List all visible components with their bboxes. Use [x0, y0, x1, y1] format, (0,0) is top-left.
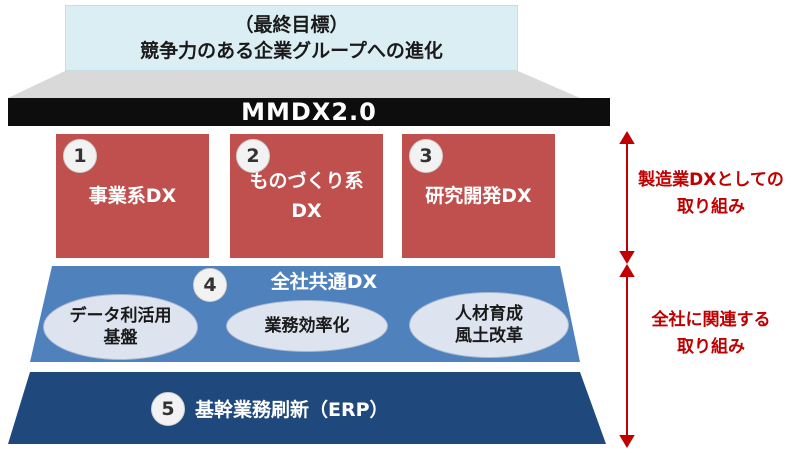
side-label-manufacturing: 製造業DXとしての 取り組み [636, 167, 786, 221]
pillar-label: 事業系DX [88, 185, 177, 207]
final-goal-box: （最終目標） 競争力のある企業グループへの進化 [65, 5, 518, 71]
common-item-data-platform: データ利活用 基盤 [43, 294, 198, 360]
common-item-talent-culture: 人材育成 風土改革 [409, 292, 569, 358]
pillar-label-line2: DX [291, 200, 322, 222]
side-label-line2: 取り組み [677, 337, 745, 357]
number-badge-4: 4 [193, 268, 227, 302]
pillar-manufacturing-dx: ものづくり系 DX [230, 134, 383, 258]
common-dx-title: 全社共通DX [270, 270, 378, 293]
number-badge-2: 2 [236, 139, 270, 173]
goal-text: 競争力のある企業グループへの進化 [140, 40, 443, 62]
item-line1: 人材育成 [455, 304, 523, 324]
item-line1: データ利活用 [69, 306, 172, 326]
side-label-companywide: 全社に関連する 取り組み [636, 307, 786, 361]
bracket-arrow-top [619, 131, 635, 264]
pillar-label-line1: ものづくり系 [249, 170, 364, 192]
number-badge-5: 5 [151, 392, 185, 426]
goal-heading: （最終目標） [234, 14, 349, 36]
common-item-efficiency: 業務効率化 [226, 300, 388, 352]
side-label-line1: 全社に関連する [651, 310, 771, 330]
number-badge-3: 3 [409, 139, 443, 173]
number-badge-1: 1 [63, 139, 97, 173]
mmdx-platform-bar: MMDX2.0 [8, 98, 610, 126]
item-line2: 基盤 [103, 328, 138, 348]
item-line2: 風土改革 [455, 326, 523, 346]
item-line1: 業務効率化 [264, 316, 350, 336]
pillar-label: 研究開発DX [425, 185, 532, 207]
erp-label: 基幹業務刷新（ERP） [195, 398, 389, 421]
side-label-line1: 製造業DXとしての [638, 170, 784, 190]
erp-band [8, 372, 606, 444]
bracket-arrow-bottom [619, 264, 635, 448]
side-label-line2: 取り組み [677, 197, 745, 217]
platform-label: MMDX2.0 [241, 98, 377, 126]
